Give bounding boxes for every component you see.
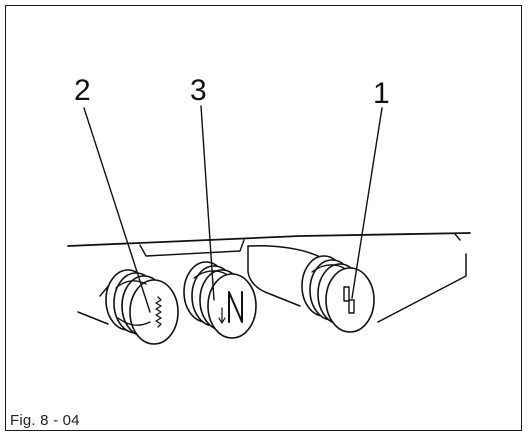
callout-number-2: 2 xyxy=(74,74,91,107)
stitch-length-knob xyxy=(105,269,179,345)
callout-number-3: 3 xyxy=(190,74,207,107)
leader-line-1 xyxy=(351,107,383,299)
figure-caption: Fig. 8 - 04 xyxy=(10,412,80,429)
figure-frame xyxy=(5,5,522,431)
stitch-pattern-knob xyxy=(301,255,375,333)
leader-line-2 xyxy=(83,107,151,313)
needle-position-knob xyxy=(183,261,257,339)
zigzag-stitch-icon xyxy=(155,296,162,328)
callout-number-1: 1 xyxy=(373,77,390,110)
stitch-selector-icon xyxy=(343,286,355,314)
needle-position-n-icon xyxy=(218,291,243,324)
leader-line-3 xyxy=(200,105,215,301)
